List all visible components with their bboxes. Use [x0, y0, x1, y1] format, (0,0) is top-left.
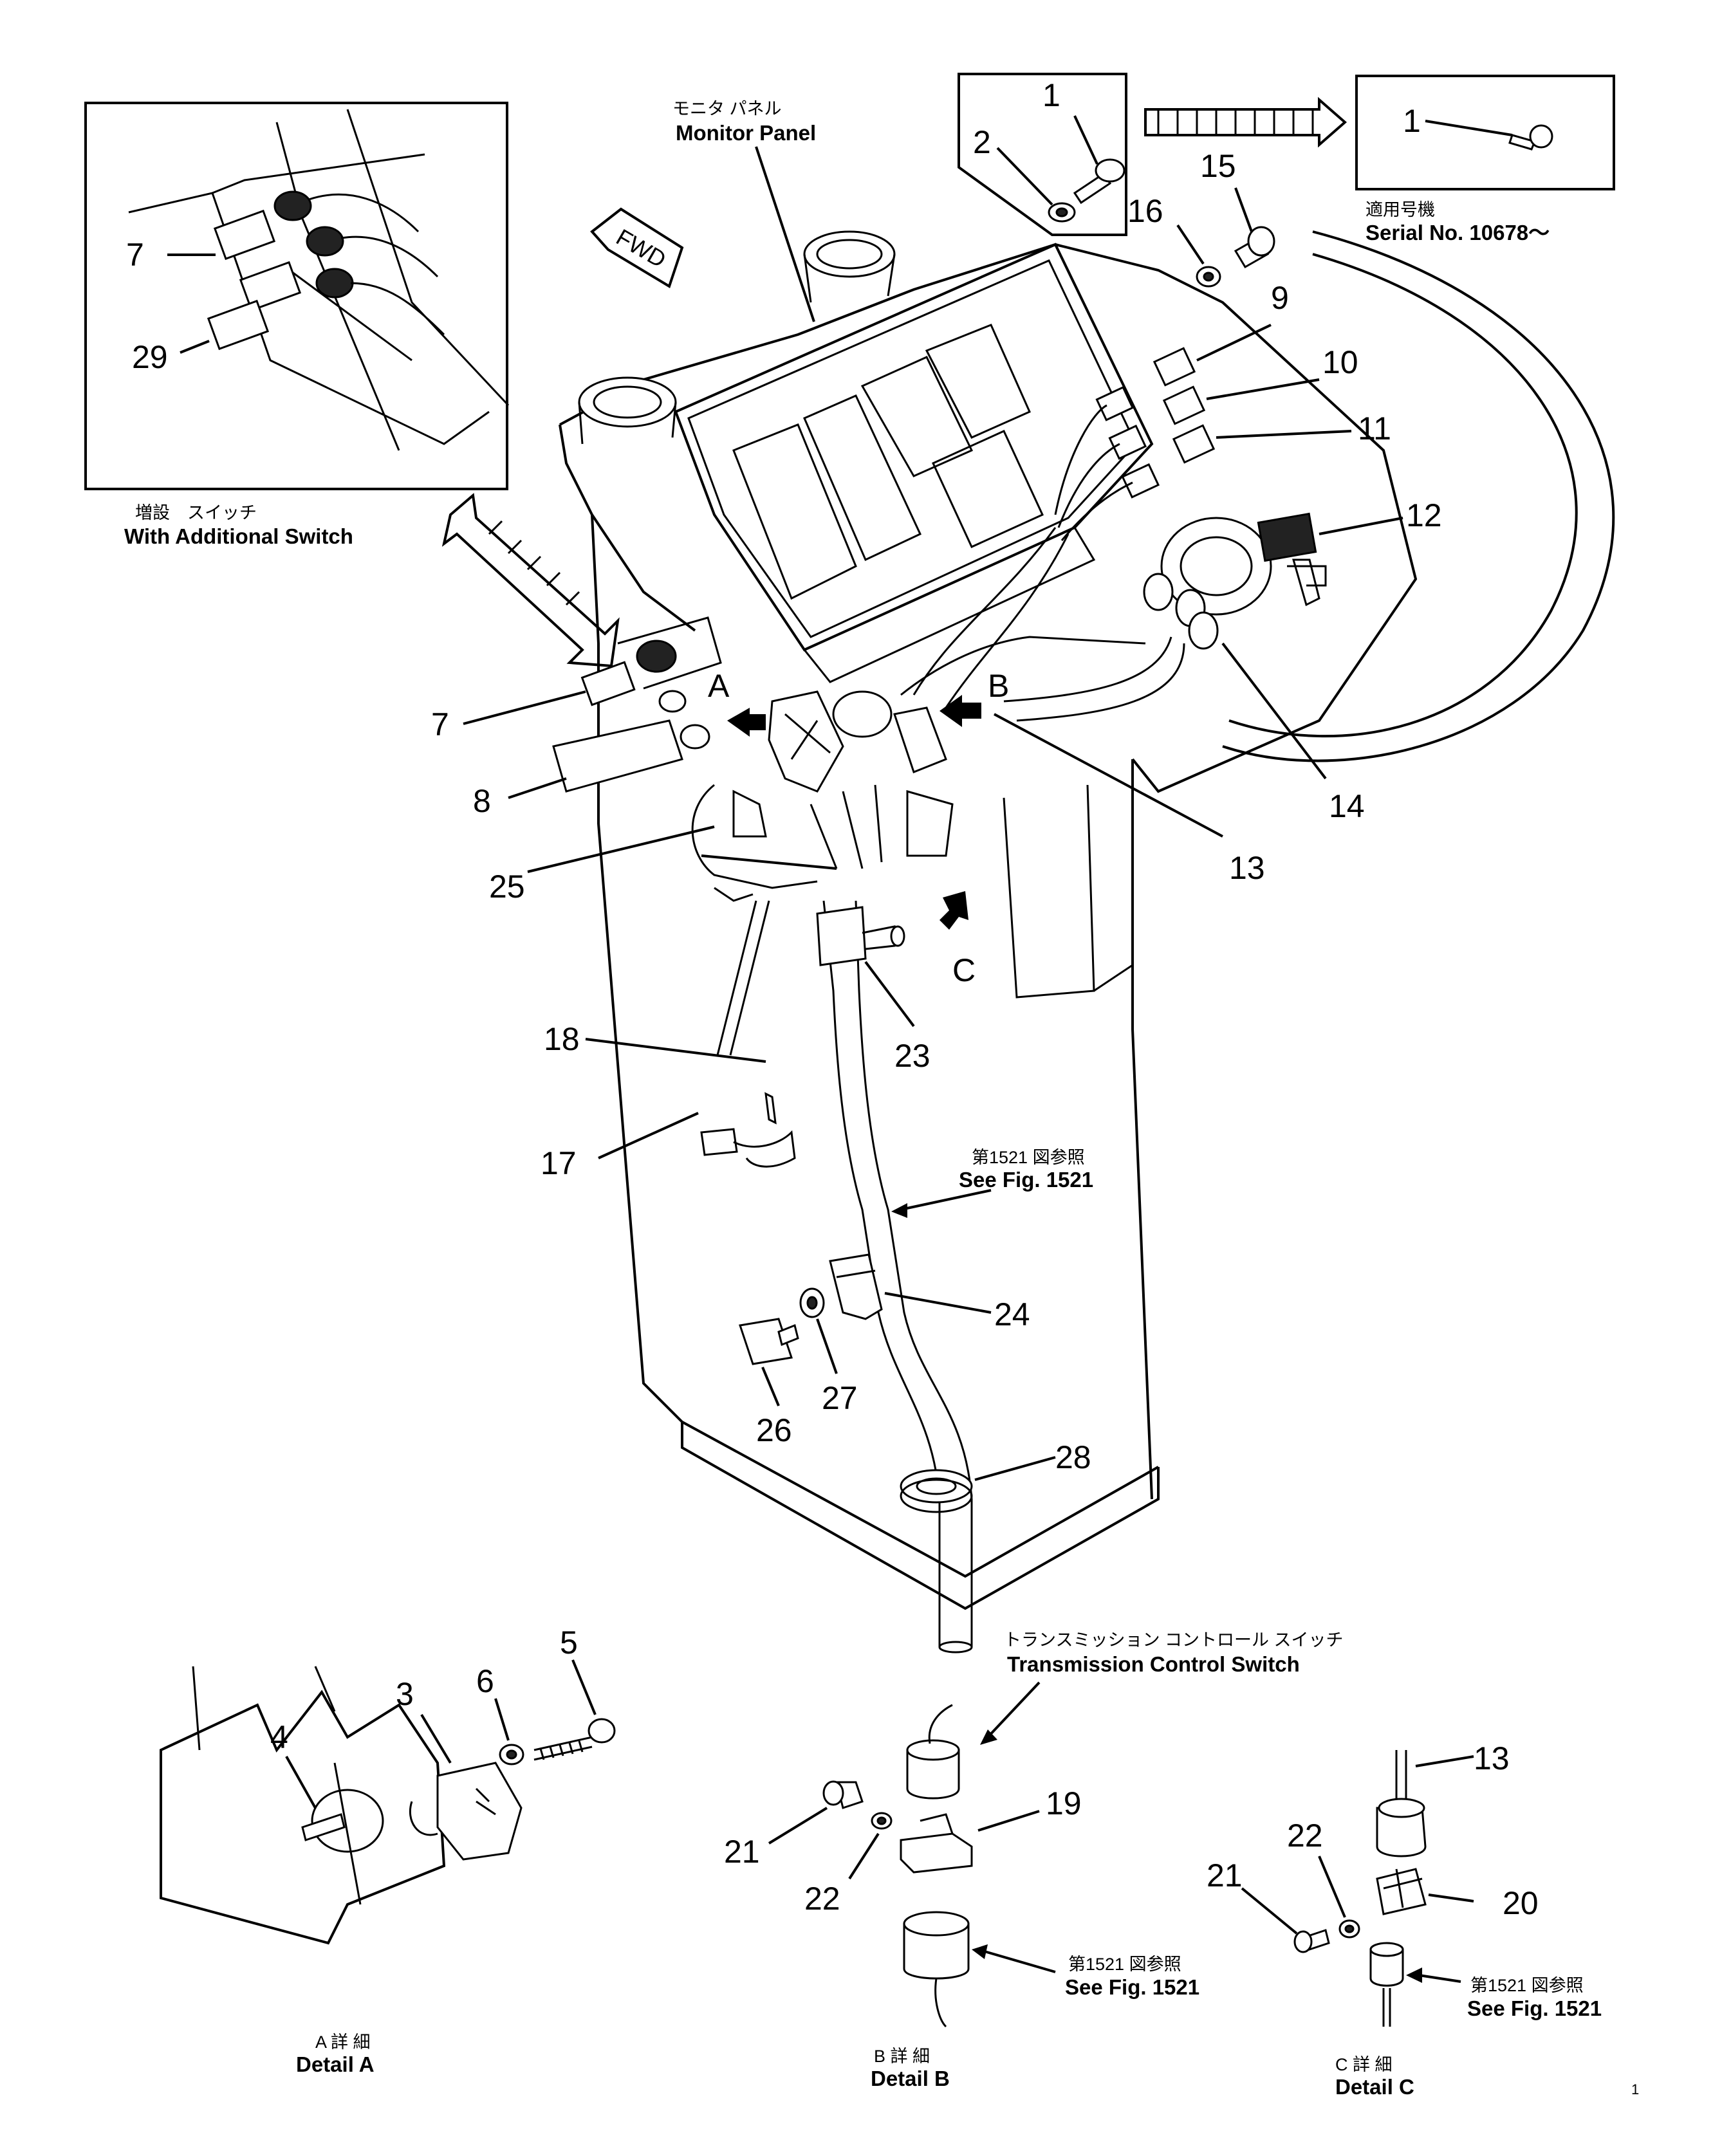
washer-16: 16 [1127, 193, 1221, 288]
connectors-9-10-11: 9 10 11 [1054, 280, 1391, 541]
arrow-b: B [940, 668, 1009, 727]
transmission-switch-label-jp: トランスミッション コントロール スイッチ [1004, 1630, 1343, 1650]
callout-24: 24 [994, 1296, 1030, 1332]
screw-detail-box: 1 2 [958, 73, 1127, 236]
detail-a-label-jp: A 詳 細 [315, 2032, 371, 2052]
callout-22-c: 22 [1287, 1818, 1323, 1854]
serial-label: Serial No. 10678～ [1366, 221, 1550, 244]
arrow-a: A [708, 668, 766, 737]
callout-8: 8 [473, 783, 491, 819]
label-a: A [708, 668, 730, 704]
additional-switches [207, 190, 445, 351]
see-fig-b-jp: 第1521 図参照 [1068, 1955, 1181, 1974]
callout-17: 17 [541, 1145, 577, 1181]
callout-16: 16 [1127, 193, 1163, 229]
clip-18-17: 18 17 [541, 1021, 796, 1181]
label-c: C [952, 952, 976, 988]
callout-2: 2 [973, 124, 991, 160]
see-fig-main-jp: 第1521 図参照 [972, 1148, 1085, 1167]
callout-10: 10 [1322, 344, 1358, 380]
callout-28: 28 [1055, 1439, 1091, 1475]
callout-14: 14 [1329, 788, 1365, 824]
callout-1-serial: 1 [1403, 103, 1421, 139]
washer-27: 27 [799, 1287, 858, 1416]
detail-c-label-jp: C 詳 細 [1335, 2055, 1393, 2074]
detail-c-label: Detail C [1335, 2075, 1414, 2099]
callout-15: 15 [1200, 148, 1236, 184]
label-b: B [988, 668, 1009, 704]
horn-switch-cluster [691, 690, 954, 902]
callout-5: 5 [560, 1625, 578, 1661]
clamp-23: 23 [816, 906, 930, 1074]
callout-20: 20 [1503, 1885, 1539, 1921]
detail-c: 13 22 21 20 第1521 図参照 See Fig. 1521 C 詳 … [1207, 1740, 1602, 2099]
callout-13: 13 [1229, 850, 1265, 886]
callout-4: 4 [270, 1719, 288, 1755]
detail-b: 21 22 19 第1521 図参照 See Fig. 1521 B 詳 細 D… [724, 1704, 1199, 2090]
detail-a: 4 3 6 5 A 詳 細 Detail A [160, 1625, 616, 2076]
arrow-c: C [940, 891, 976, 988]
callout-18: 18 [544, 1021, 580, 1057]
additional-switch-label: With Additional Switch [124, 524, 353, 548]
clamp-24: 24 [829, 1253, 1030, 1332]
callout-7: 7 [431, 706, 449, 742]
callout-19: 19 [1046, 1785, 1082, 1821]
transmission-switch-label: Transmission Control Switch [1007, 1652, 1300, 1676]
detail-a-label: Detail A [296, 2052, 375, 2076]
serial-label-jp: 適用号機 [1366, 200, 1435, 219]
additional-switch-label-jp: 増設 スイッチ [135, 503, 257, 522]
callout-12: 12 [1406, 497, 1442, 533]
inset-pointer-arrow [441, 493, 620, 668]
fwd-label: FWD [612, 224, 671, 273]
detail-b-label-jp: B 詳 細 [874, 2047, 930, 2066]
callout-9: 9 [1271, 280, 1289, 316]
callout-27: 27 [822, 1380, 858, 1416]
callout-7-inset: 7 [126, 237, 144, 273]
key-switch-12: 12 [1143, 497, 1442, 650]
callout-11: 11 [1358, 410, 1391, 447]
page-mark: 1 [1631, 2081, 1639, 2097]
callout-21-c: 21 [1207, 1857, 1243, 1893]
serial-arrow [1144, 97, 1347, 148]
monitor-panel [674, 243, 1154, 683]
serial-detail-box: 1 [1355, 75, 1615, 190]
callout-22-b: 22 [804, 1881, 840, 1917]
fwd-arrow: FWD [590, 207, 684, 288]
see-fig-c: See Fig. 1521 [1467, 1996, 1602, 2020]
monitor-panel-label: Monitor Panel [676, 121, 816, 145]
switch-7-main: 7 [431, 616, 722, 742]
see-fig-c-jp: 第1521 図参照 [1470, 1976, 1584, 1995]
additional-switch-inset: 7 29 増設 スイッチ With Additional Switch [84, 102, 510, 548]
callout-25: 25 [489, 869, 525, 905]
see-fig-main: See Fig. 1521 [959, 1168, 1093, 1192]
callout-21-b: 21 [724, 1834, 760, 1870]
bolt-26: 26 [739, 1318, 799, 1448]
console-body [559, 230, 1418, 1610]
grommet-28: 28 [900, 1439, 1091, 1513]
callout-1-top: 1 [1042, 77, 1060, 113]
callout-26: 26 [756, 1412, 792, 1448]
callout-13-c: 13 [1474, 1740, 1510, 1776]
callout-29: 29 [132, 339, 168, 375]
callout-23: 23 [894, 1038, 930, 1074]
callout-3: 3 [396, 1676, 414, 1712]
see-fig-b: See Fig. 1521 [1065, 1975, 1199, 1999]
detail-b-label: Detail B [871, 2067, 950, 2090]
inset-frame [84, 102, 508, 490]
monitor-panel-label-jp: モニタ パネル [672, 99, 782, 118]
callout-6: 6 [476, 1663, 494, 1699]
plug-8: 8 [473, 690, 710, 819]
bolt-15: 15 [1200, 148, 1275, 269]
